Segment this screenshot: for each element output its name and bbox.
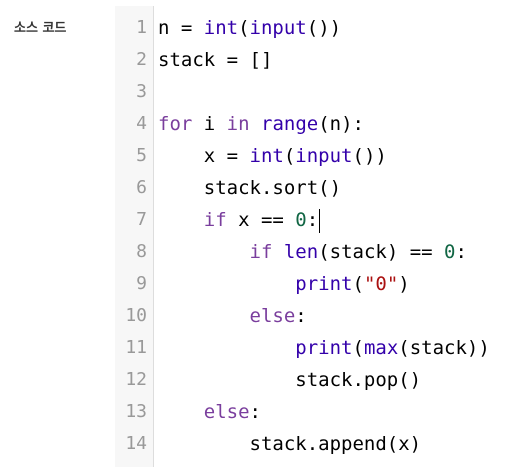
line-text[interactable]: n = int(input()): [158, 12, 341, 44]
code-token: ()): [352, 145, 387, 167]
code-token: "0": [363, 273, 399, 295]
code-line[interactable]: 3: [115, 76, 512, 108]
code-token: stack.pop(): [158, 369, 422, 391]
code-token: input: [249, 17, 307, 39]
code-token: input: [295, 145, 353, 167]
code-token: if: [249, 241, 273, 263]
code-token: else: [203, 401, 250, 423]
code-token: (: [283, 145, 296, 167]
line-number: 5: [136, 145, 147, 166]
line-text[interactable]: if x == 0:: [158, 204, 321, 236]
line-number: 13: [125, 401, 147, 422]
line-number: 2: [136, 49, 147, 70]
line-number: 11: [125, 337, 147, 358]
code-token: 0: [444, 241, 456, 263]
code-line[interactable]: 5 x = int(input()): [115, 140, 512, 172]
code-token: (n):: [318, 113, 364, 135]
line-text[interactable]: else:: [158, 300, 307, 332]
code-token: len: [283, 241, 319, 263]
code-token: int: [249, 145, 284, 167]
code-line[interactable]: 1 n = int(input()): [115, 12, 512, 44]
code-token: :: [295, 305, 307, 327]
line-number: 8: [136, 241, 147, 262]
code-token: :: [306, 209, 319, 231]
code-token: 0: [295, 209, 307, 231]
code-token: n =: [158, 17, 204, 39]
line-text[interactable]: stack.pop(): [158, 364, 421, 396]
code-token: for: [158, 113, 193, 135]
code-token: ()): [306, 17, 342, 39]
code-token: :: [249, 401, 261, 423]
code-token: print: [295, 273, 353, 295]
code-line[interactable]: 7 if x == 0:: [115, 204, 512, 236]
code-line[interactable]: 10 else:: [115, 300, 512, 332]
code-token: [158, 337, 295, 359]
line-number: 1: [136, 17, 147, 38]
code-line[interactable]: 13 else:: [115, 396, 512, 428]
code-token: (: [352, 337, 364, 359]
line-text[interactable]: stack.append(x): [158, 428, 422, 460]
line-text[interactable]: stack = []: [158, 44, 272, 76]
code-line[interactable]: 9 print("0"): [115, 268, 512, 300]
code-token: x =: [158, 145, 250, 167]
code-token: [158, 401, 204, 423]
code-token: stack = []: [158, 49, 273, 71]
line-number: 9: [136, 273, 147, 294]
code-token: [158, 209, 204, 231]
source-code-label: 소스 코드: [14, 21, 67, 36]
code-line[interactable]: 6 stack.sort(): [115, 172, 512, 204]
line-text[interactable]: stack.sort(): [158, 172, 341, 204]
line-number: 12: [125, 369, 147, 390]
code-token: stack.sort(): [158, 177, 342, 199]
line-text[interactable]: x = int(input()): [158, 140, 387, 172]
code-token: else: [249, 305, 296, 327]
code-token: max: [363, 337, 399, 359]
code-token: [158, 273, 295, 295]
line-number: 3: [136, 81, 147, 102]
code-token: [250, 113, 261, 135]
code-line[interactable]: 8 if len(stack) == 0:: [115, 236, 512, 268]
code-line[interactable]: 11 print(max(stack)): [115, 332, 512, 364]
code-line[interactable]: 12 stack.pop(): [115, 364, 512, 396]
code-token: :: [455, 241, 467, 263]
line-number: 6: [136, 177, 147, 198]
line-text[interactable]: if len(stack) == 0:: [158, 236, 467, 268]
line-text[interactable]: else:: [158, 396, 261, 428]
line-number: 7: [136, 209, 147, 230]
line-number: 14: [125, 433, 147, 454]
line-text[interactable]: print(max(stack)): [158, 332, 490, 364]
code-token: print: [295, 337, 353, 359]
code-token: stack.append(x): [158, 433, 422, 455]
line-number: 4: [136, 113, 147, 134]
code-token: (: [238, 17, 250, 39]
code-token: [158, 305, 250, 327]
line-text[interactable]: print("0"): [158, 268, 410, 300]
code-token: int: [203, 17, 239, 39]
code-token: i: [192, 113, 227, 135]
code-token: [158, 241, 250, 263]
code-line[interactable]: 4 for i in range(n):: [115, 108, 512, 140]
line-number-gutter: [115, 6, 154, 467]
code-token: if: [203, 209, 227, 231]
code-line[interactable]: 2 stack = []: [115, 44, 512, 76]
code-token: (: [352, 273, 364, 295]
code-token: (stack) ==: [318, 241, 445, 263]
text-cursor: [319, 208, 321, 233]
code-token: (stack)): [398, 337, 490, 359]
code-token: [272, 241, 283, 263]
code-token: ): [398, 273, 410, 295]
code-token: range: [261, 113, 319, 135]
code-token: in: [226, 113, 250, 135]
line-number: 10: [125, 305, 147, 326]
code-line[interactable]: 14 stack.append(x): [115, 428, 512, 460]
code-token: x ==: [226, 209, 296, 231]
line-text[interactable]: for i in range(n):: [158, 108, 364, 140]
